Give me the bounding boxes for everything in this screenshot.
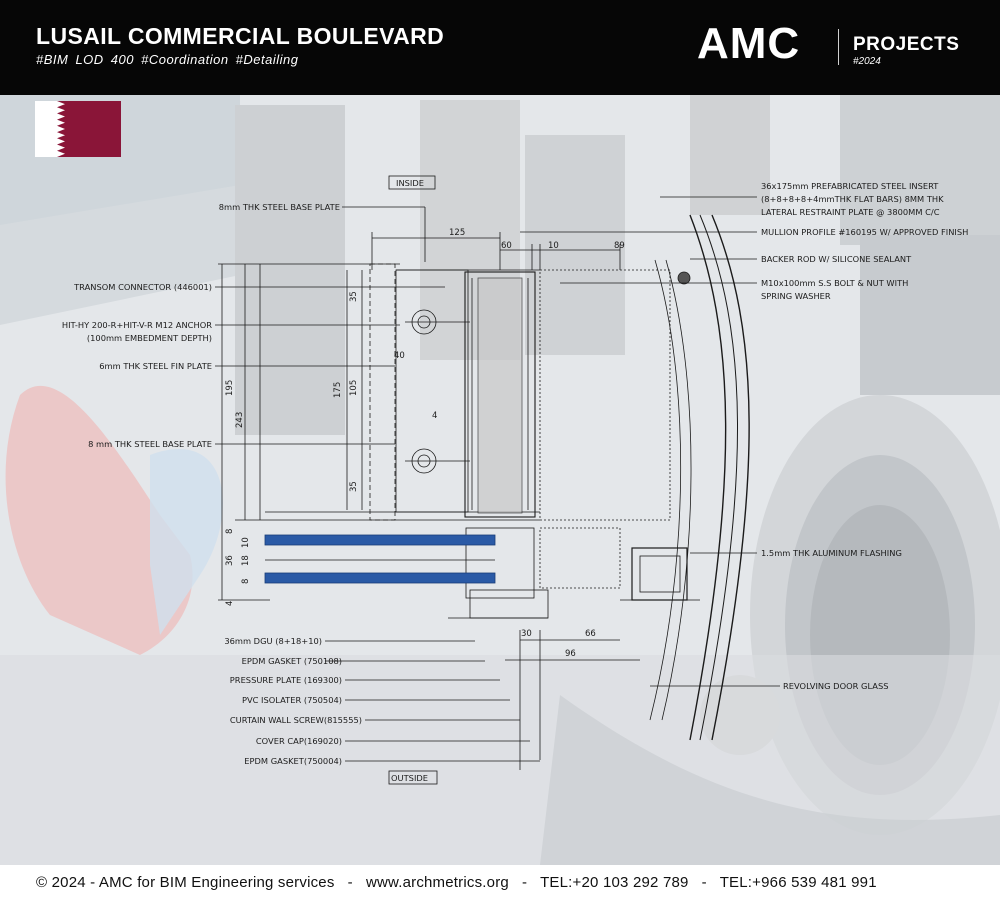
label-left-4: (100mm EMBEDMENT DEPTH) [87,333,212,343]
inside-tag-box [388,175,436,190]
label-right-8: 1.5mm THK ALUMINUM FLASHING [761,548,902,558]
label-right-1: 36x175mm PREFABRICATED STEEL INSERT [761,181,939,191]
dim-18: 18 [241,555,251,566]
dim-8a: 8 [225,529,235,534]
dim-10: 10 [548,241,559,251]
label-right-9: REVOLVING DOOR GLASS [783,681,888,691]
label-right-3: LATERAL RESTRAINT PLATE @ 3800MM C/C [761,207,940,217]
dim-105: 105 [349,380,359,396]
label-left-12: COVER CAP(169020) [256,736,342,746]
projects-year: #2024 [853,56,881,67]
city-background-image [0,95,1000,865]
dim-60: 60 [501,241,512,251]
dim-35b: 35 [349,481,359,492]
dim-89: 89 [614,241,625,251]
dim-4b: 4 [225,601,235,606]
qatar-flag-icon [35,101,121,157]
project-title: LUSAIL COMMERCIAL BOULEVARD [36,23,445,49]
label-left-13: EPDM GASKET(750004) [244,756,342,766]
dim-10b: 10 [241,537,251,548]
dim-36: 36 [225,555,235,566]
amc-logo-icon: AMC [697,19,801,68]
label-right-2: (8+8+8+8+4mmTHK FLAT BARS) 8MM THK [761,194,944,204]
label-right-5: BACKER ROD W/ SILICONE SEALANT [761,254,912,264]
dim-175: 175 [333,382,343,398]
dim-66: 66 [585,629,596,639]
dim-8b: 8 [241,579,251,584]
label-right-4: MULLION PROFILE #160195 W/ APPROVED FINI… [761,227,968,237]
dim-125: 125 [449,228,465,238]
curtain-wall-section-detail: INSIDE OUTSIDE 8mm THK STEEL BASE PLATE … [62,175,968,785]
hashtags: #BIM LOD 400 #Coordination #Detailing [36,52,299,67]
dim-195: 195 [225,380,235,396]
label-left-10: PVC ISOLATER (750504) [242,695,342,705]
dim-35a: 35 [349,291,359,302]
label-left-11: CURTAIN WALL SCREW(815555) [230,715,362,725]
dim-96: 96 [565,649,576,659]
header-bar: LUSAIL COMMERCIAL BOULEVARD #BIM LOD 400… [0,0,1000,95]
label-left-8: EPDM GASKET (750108) [242,656,342,666]
inside-tag: INSIDE [396,178,424,188]
header-divider [838,29,839,65]
dim-4: 4 [432,411,437,421]
label-left-6: 8 mm THK STEEL BASE PLATE [88,439,212,449]
label-left-3: HIT-HY 200-R+HIT-V-R M12 ANCHOR [62,320,212,330]
label-left-7: 36mm DGU (8+18+10) [224,636,322,646]
footer-bar: © 2024 - AMC for BIM Engineering service… [0,865,1000,900]
label-right-6: M10x100mm S.S BOLT & NUT WITH [761,278,908,288]
label-left-1: 8mm THK STEEL BASE PLATE [219,202,340,212]
label-left-9: PRESSURE PLATE (169300) [230,675,342,685]
dim-40: 40 [394,351,405,361]
dim-243: 243 [235,412,245,428]
label-left-2: TRANSOM CONNECTOR (446001) [73,282,212,292]
projects-label: PROJECTS [853,34,960,55]
label-right-7: SPRING WASHER [761,291,831,301]
footer-credits: © 2024 - AMC for BIM Engineering service… [36,874,877,891]
outside-tag-box [388,770,438,785]
outside-tag: OUTSIDE [391,773,428,783]
dim-30: 30 [521,629,532,639]
label-left-5: 6mm THK STEEL FIN PLATE [99,361,212,371]
